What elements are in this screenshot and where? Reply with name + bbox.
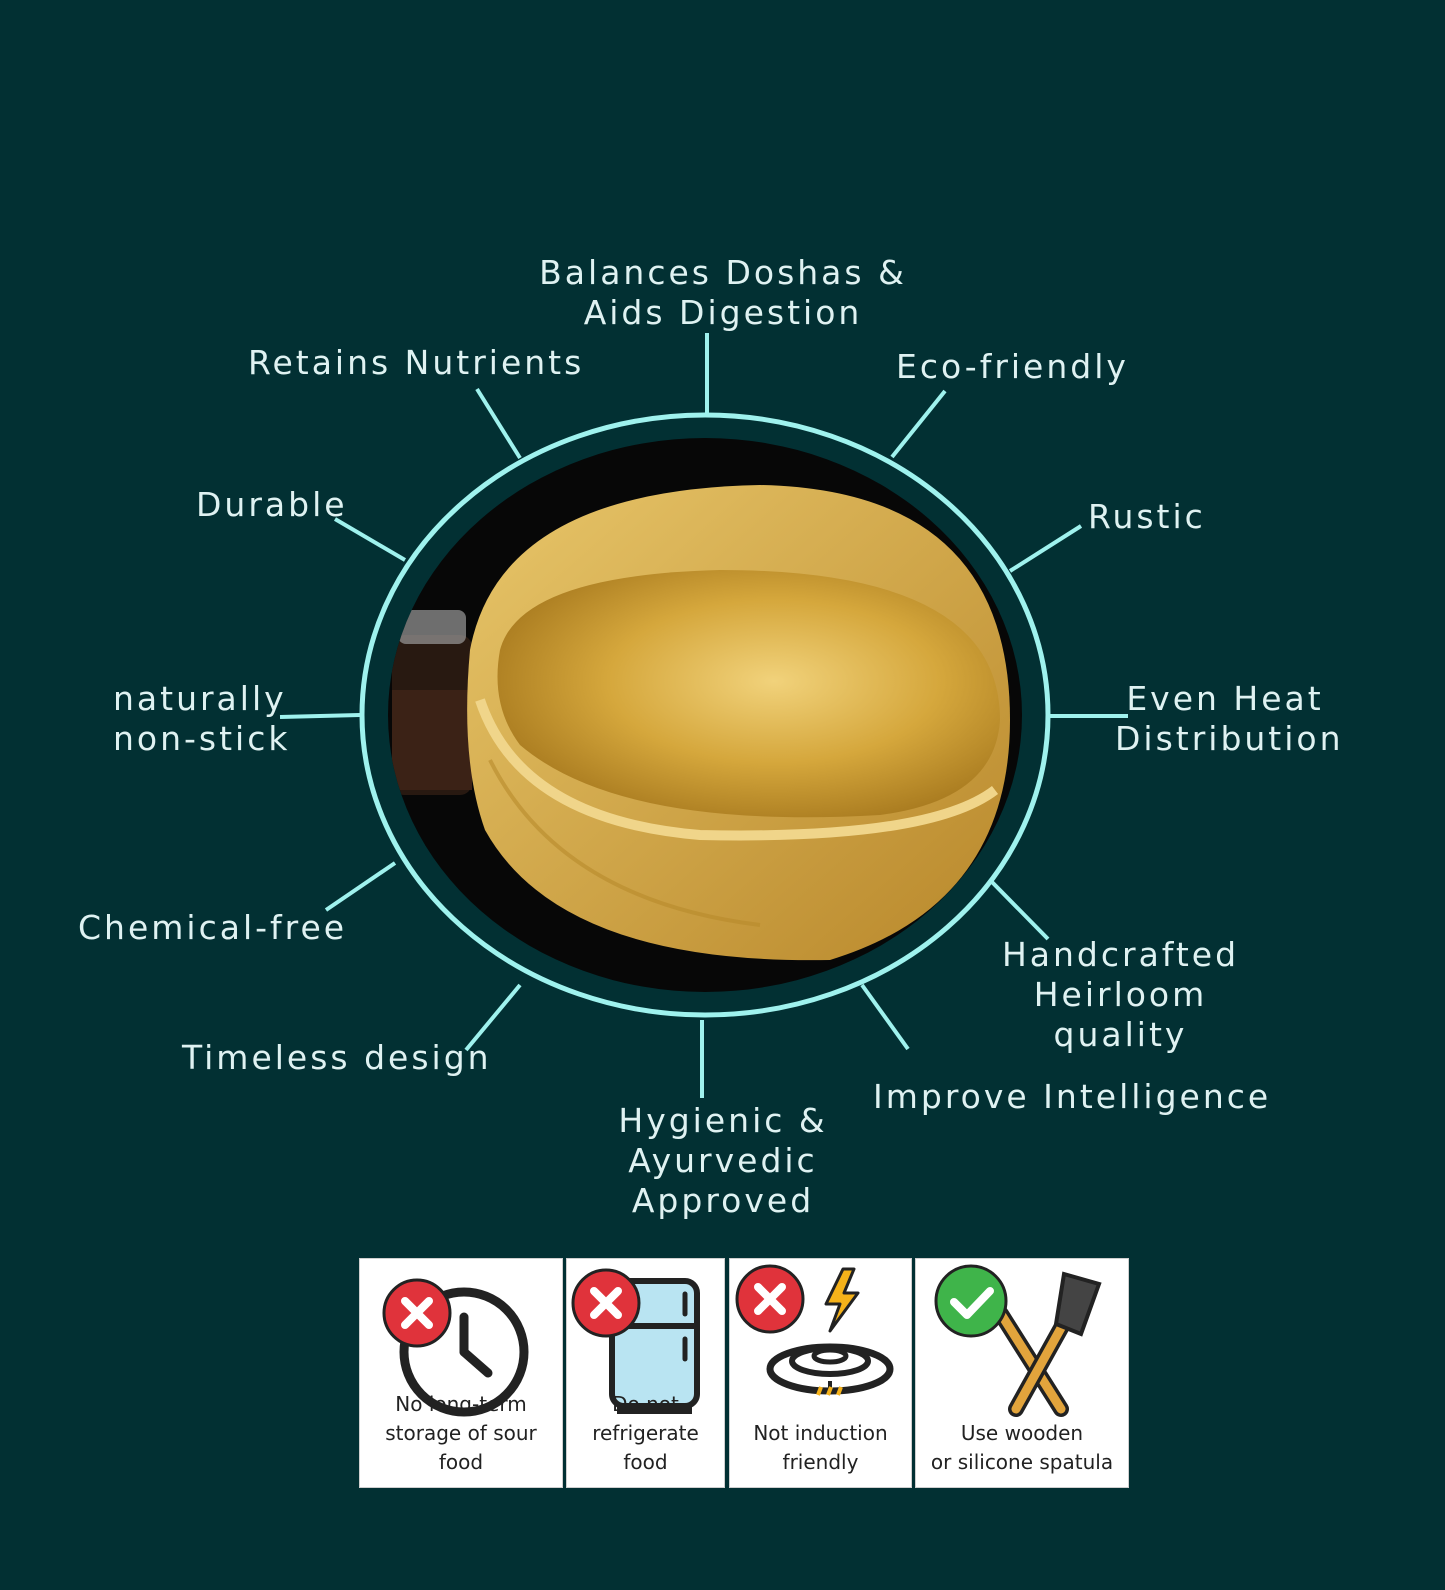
lightning-icon (824, 1267, 860, 1333)
label-hygienic: Hygienic & Ayurvedic Approved (618, 1101, 828, 1220)
label-improve-intelligence: Improve Intelligence (873, 1077, 1272, 1116)
benefits-diagram (279, 333, 1128, 1098)
connector-lines (279, 333, 1128, 1098)
care-card-spatula: Use wooden or silicone spatula (915, 1258, 1129, 1488)
cross-mark-icon (571, 1268, 641, 1338)
clock-icon (382, 1278, 529, 1417)
check-mark-icon (934, 1264, 1008, 1338)
label-rustic: Rustic (1088, 497, 1206, 536)
care-card-refrigerate: Do not refrigerate food (566, 1258, 725, 1488)
label-timeless: Timeless design (182, 1038, 492, 1077)
care-caption: Do not refrigerate food (592, 1392, 699, 1474)
spatula-icon (934, 1264, 1102, 1417)
label-non-stick: naturally non-stick (113, 679, 291, 758)
care-caption: Use wooden or silicone spatula (930, 1421, 1114, 1474)
care-card-sour-food: No long-term storage of sour food (359, 1258, 563, 1488)
refrigerator-icon (571, 1268, 700, 1414)
label-durable: Durable (196, 485, 348, 524)
cross-mark-icon (382, 1278, 452, 1348)
care-caption: Not induction friendly (753, 1421, 888, 1474)
label-retains-nutrients: Retains Nutrients (248, 343, 585, 382)
label-eco-friendly: Eco-friendly (896, 347, 1129, 386)
uruli-photo (388, 438, 1022, 992)
label-even-heat: Even Heat Distribution (1115, 679, 1344, 758)
label-balances-doshas: Balances Doshas & Aids Digestion (539, 253, 907, 332)
care-caption: No long-term storage of sour food (385, 1392, 537, 1474)
care-card-induction: Not induction friendly (729, 1258, 912, 1488)
induction-icon (735, 1264, 894, 1396)
label-handcrafted: Handcrafted Heirloom quality (1001, 935, 1240, 1054)
cross-mark-icon (735, 1264, 805, 1334)
label-chemical-free: Chemical-free (78, 908, 348, 947)
spice-jar (392, 610, 472, 795)
